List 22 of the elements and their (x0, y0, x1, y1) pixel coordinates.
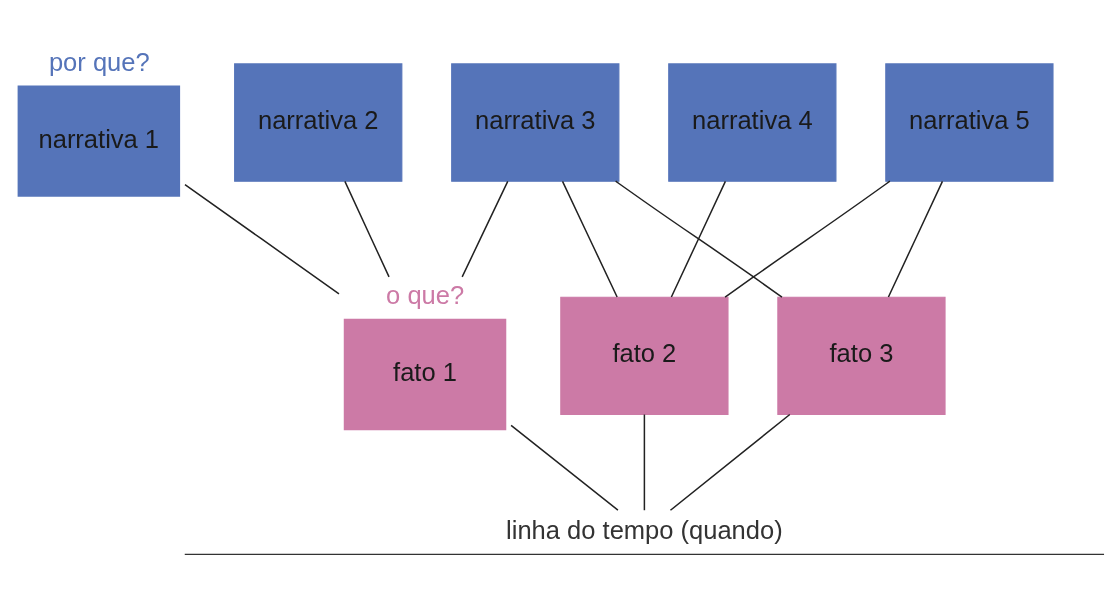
node-box: fato 1 (343, 318, 507, 430)
node-box: narrativa 4 (668, 62, 837, 182)
node-box: narrativa 2 (234, 62, 403, 182)
node-label: o que? (386, 280, 465, 309)
connector (670, 180, 727, 298)
connector (344, 180, 390, 278)
node-box: narrativa 3 (451, 62, 620, 182)
connector (724, 179, 891, 298)
node-box: narrativa 1 (17, 84, 181, 197)
connector (510, 424, 619, 511)
node-text: linha do tempo (quando) (506, 515, 783, 544)
connector (561, 180, 618, 298)
node-box: fato 3 (777, 296, 946, 415)
connector (669, 413, 791, 511)
node-box: fato 2 (560, 296, 729, 415)
connector (887, 180, 944, 298)
connector (461, 180, 509, 278)
connector (614, 179, 783, 298)
connector (184, 183, 340, 295)
connector (643, 413, 646, 511)
node-label: por que? (48, 47, 150, 76)
node-box: narrativa 5 (885, 62, 1054, 182)
